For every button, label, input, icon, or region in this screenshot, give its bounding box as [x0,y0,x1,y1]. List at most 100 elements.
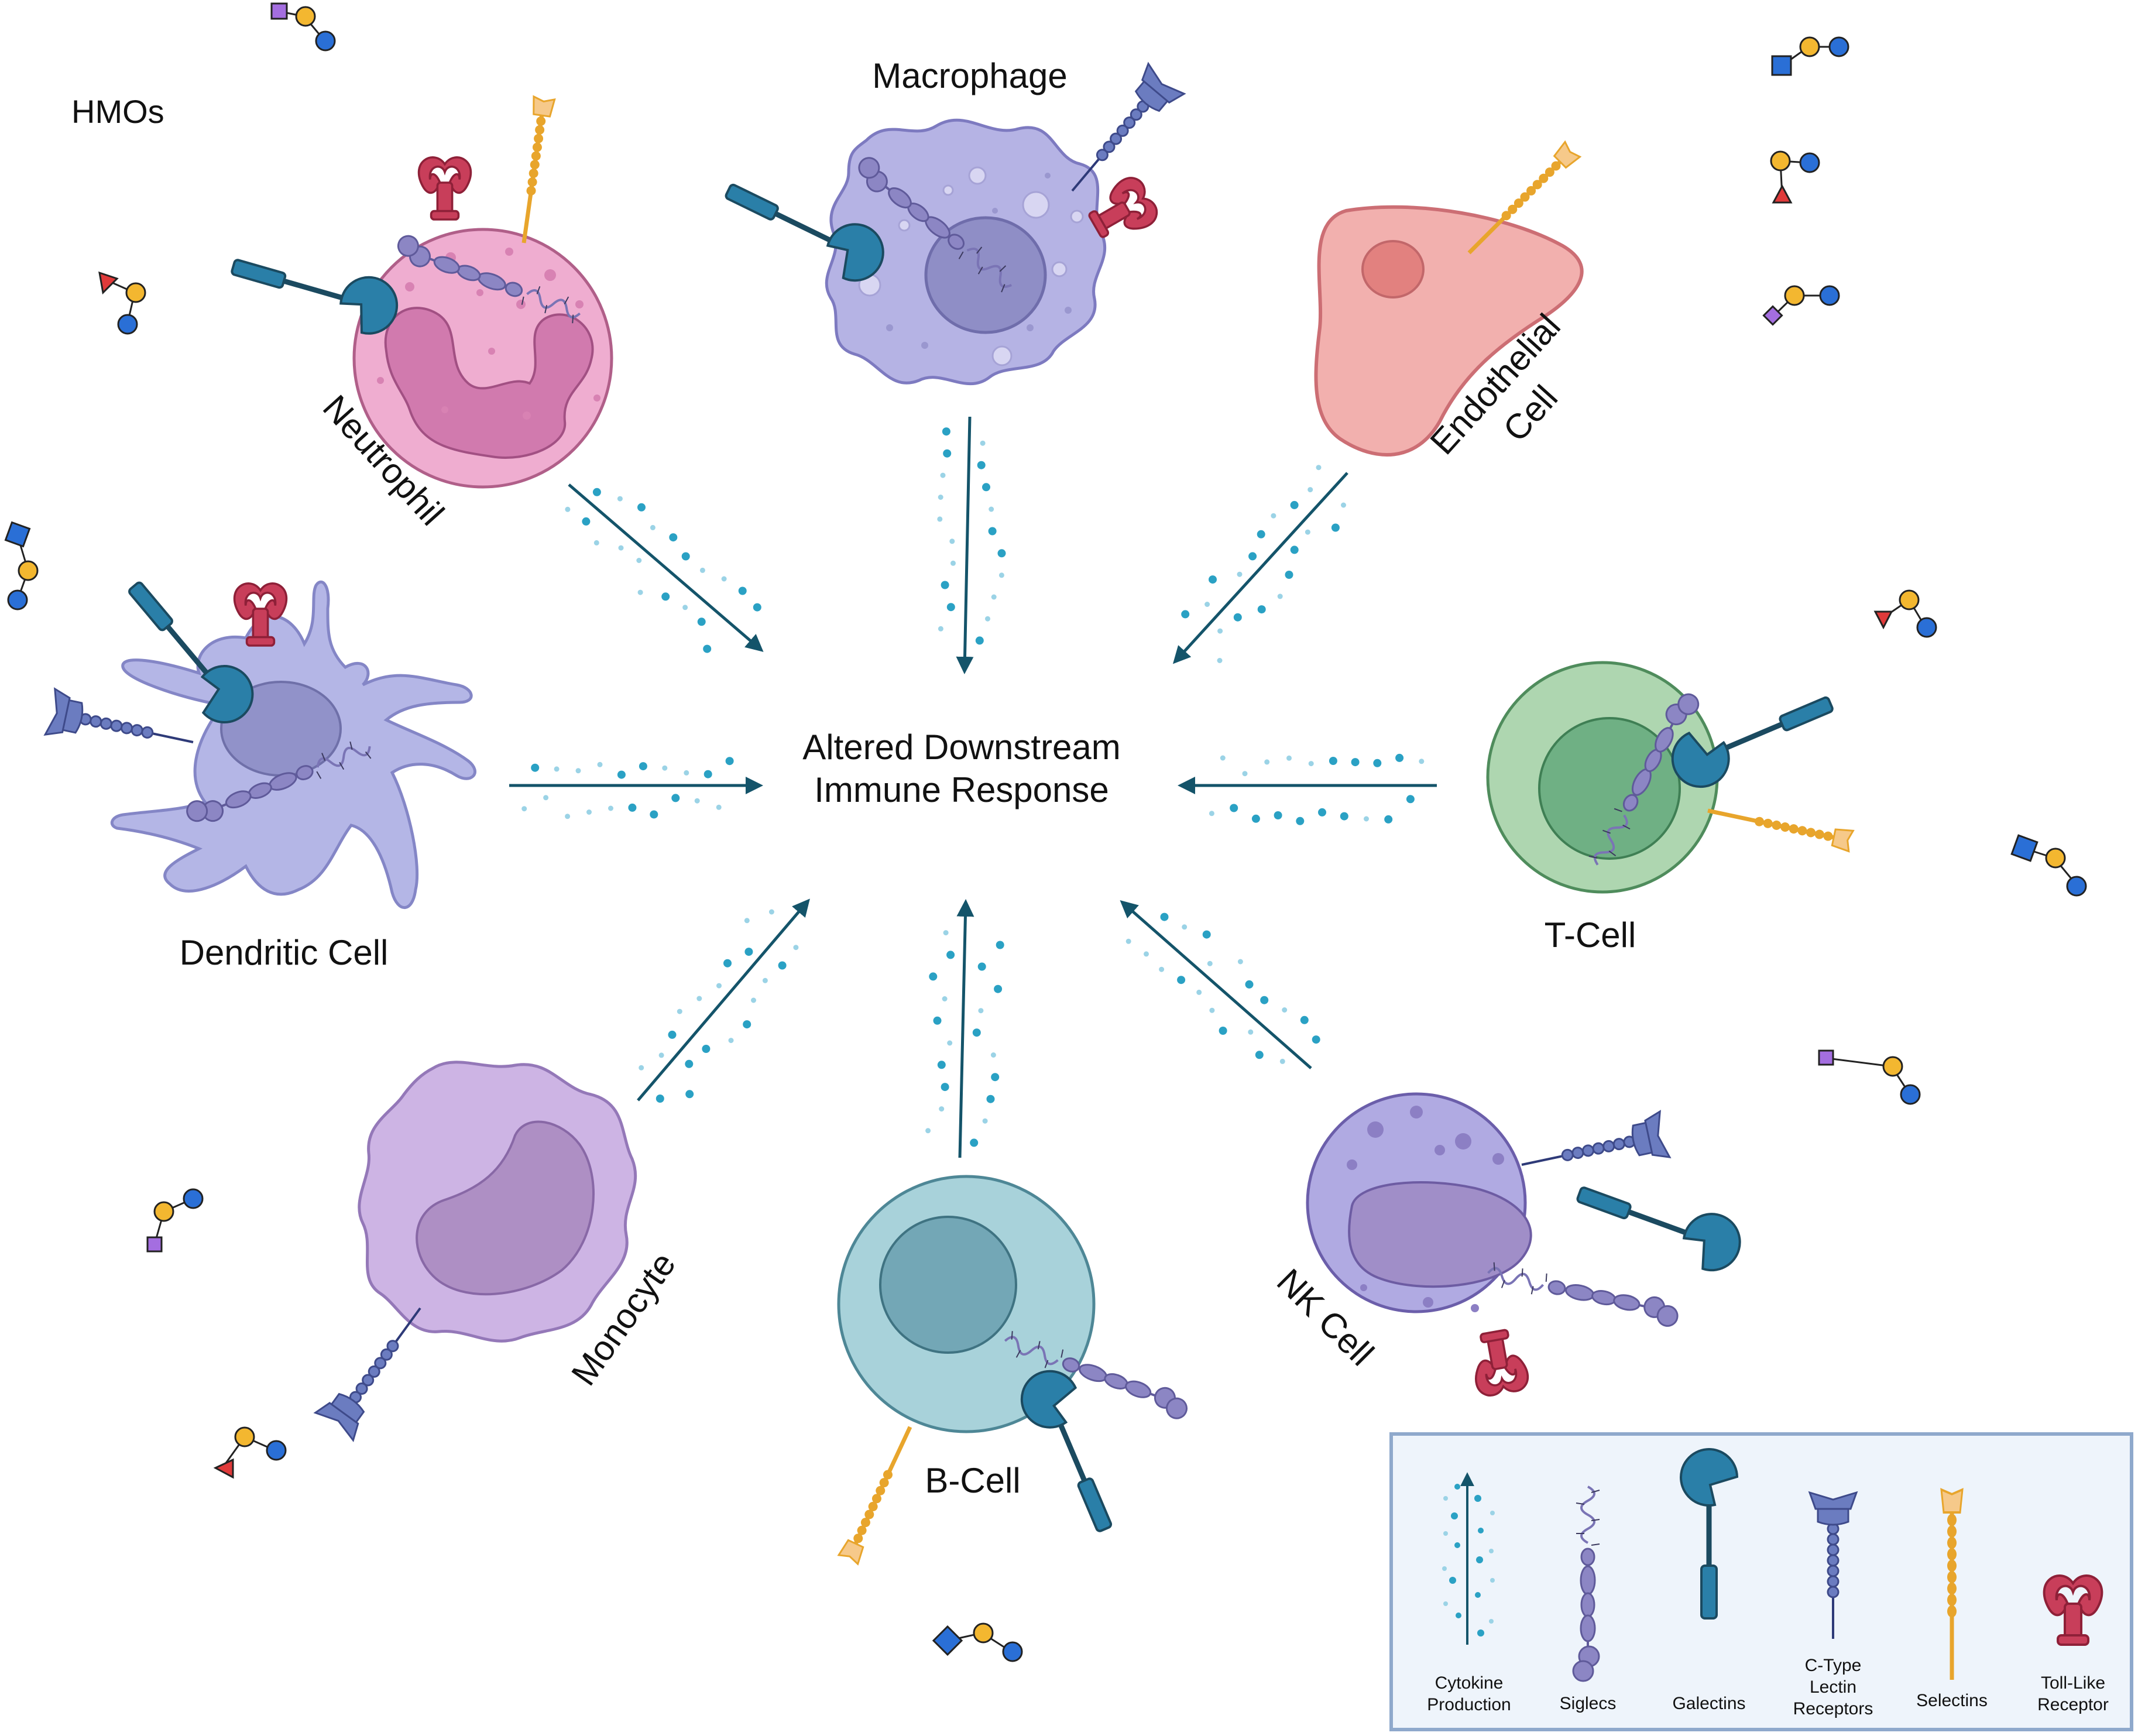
cytokine-dot [753,603,761,612]
cytokine-dot [650,524,656,530]
cytokine-dot [946,951,955,959]
cytokine-dot [938,495,943,500]
legend-tlr-label-line1: Toll-Like [2041,1673,2105,1693]
cytokine-dot [618,545,624,551]
cytokine-dot [1181,610,1190,619]
t-cell-label: T-Cell [1545,915,1636,955]
cytokine-dot [1217,658,1223,663]
cytokine-dot [1202,930,1211,939]
cytokine-dot [1277,593,1283,599]
cytokine-dot [1242,771,1248,777]
cytokine-dot [937,1061,946,1069]
cytokine-dot [1341,502,1346,508]
cytokine-dot [978,1008,984,1014]
hmo-glycan-icon [4,521,39,610]
cytokine-dot [1177,976,1186,984]
cytokine-dot [743,1020,751,1029]
cytokine-dot [793,945,799,951]
cytokine-dot [946,603,955,612]
cytokine-arrow-line [956,416,974,674]
t-cell [1486,661,1853,894]
cytokine-dot [723,959,732,968]
cytokine-dot [1160,912,1169,921]
cytokine-dot [1220,755,1226,761]
cytokine-dot [1282,1007,1288,1013]
cytokine-dot [738,586,747,595]
cytokine-dot [744,948,753,956]
cytokine-dot [1245,980,1254,989]
cytokine-dot [986,1095,995,1103]
legend-ctype-label-line2: Lectin [1810,1677,1856,1697]
cytokine-dot [988,527,997,536]
cytokine-dot [586,809,592,815]
cytokine-dot [531,763,540,772]
cytokine-dot [1286,755,1292,761]
b-cell [839,1175,1193,1564]
cytokine-dot [942,996,948,1001]
cytokine-dot [1307,487,1313,493]
arrow-from-b-cell [925,899,1004,1158]
cytokine-dot [943,930,949,936]
cytokine-dot [565,814,571,819]
cytokine-arrow-line [1172,472,1348,664]
cytokine-dot [639,1065,644,1071]
macrophage-cell [716,62,1186,386]
cytokine-dot [1271,513,1276,519]
cytokine-dot [650,810,658,819]
cytokine-dot [702,1045,711,1053]
cytokine-dot [941,1083,949,1092]
cytokine-dot [970,1138,979,1147]
cytokine-dot [694,798,700,804]
cytokine-dot [997,549,1006,558]
cytokine-dot [744,918,750,924]
cytokine-dot [975,636,984,645]
cytokine-dot [1125,938,1131,944]
arrow-from-neutrophil [565,483,764,653]
cytokine-dot [990,1052,996,1058]
cytokine-dot [778,961,787,970]
cytokine-dot [1217,628,1223,634]
center-label-line2: Immune Response [814,770,1109,809]
cytokine-dot [637,503,646,512]
cytokine-dot [1182,924,1188,930]
cytokine-dot [1373,759,1382,767]
hmo-glycan-icon [270,2,336,52]
cytokine-dot [1204,602,1210,607]
cytokine-dot [977,461,986,469]
nk-cell [1306,1092,1748,1399]
arrow-from-dendritic [509,757,763,819]
cytokine-dot [716,983,722,989]
cytokine-arrow-line [568,483,764,652]
cytokine-dot [1237,571,1243,577]
cytokine-dot [668,1030,677,1039]
dendritic-cell [44,568,476,910]
cytokine-dot [1384,815,1393,824]
dendritic-label: Dendritic Cell [180,933,389,972]
hmos-label: HMOs [71,93,164,130]
cytokine-dot [1329,757,1337,765]
legend-cytokine-icon [1442,1472,1495,1645]
cytokine-dot [1264,759,1270,765]
hmo-glycans [4,2,2087,1662]
cytokine-dot [662,765,668,771]
cytokine-dot [1219,1027,1227,1035]
cytokine-dot [716,804,722,810]
legend-ctype-label-line1: C-Type [1805,1656,1862,1675]
cytokine-dot [1237,959,1243,965]
cytokine-dot [1290,500,1299,509]
cytokine-dot [685,1059,694,1068]
cytokine-dot [1318,808,1326,816]
cytokine-dot [1312,1035,1320,1044]
endothelial-cell [1314,142,1584,457]
cytokine-dot [1395,753,1404,762]
cytokine-dot [677,1008,682,1014]
cytokine-dot [1257,530,1265,538]
cytokine-dot [1331,523,1340,532]
hmo-glycan-icon [98,271,146,335]
cytokine-dot [669,533,678,542]
cytokine-arrows [509,416,1437,1158]
cytokine-dot [582,517,591,526]
cytokine-dot [996,941,1004,949]
arrow-from-monocyte [637,898,810,1103]
